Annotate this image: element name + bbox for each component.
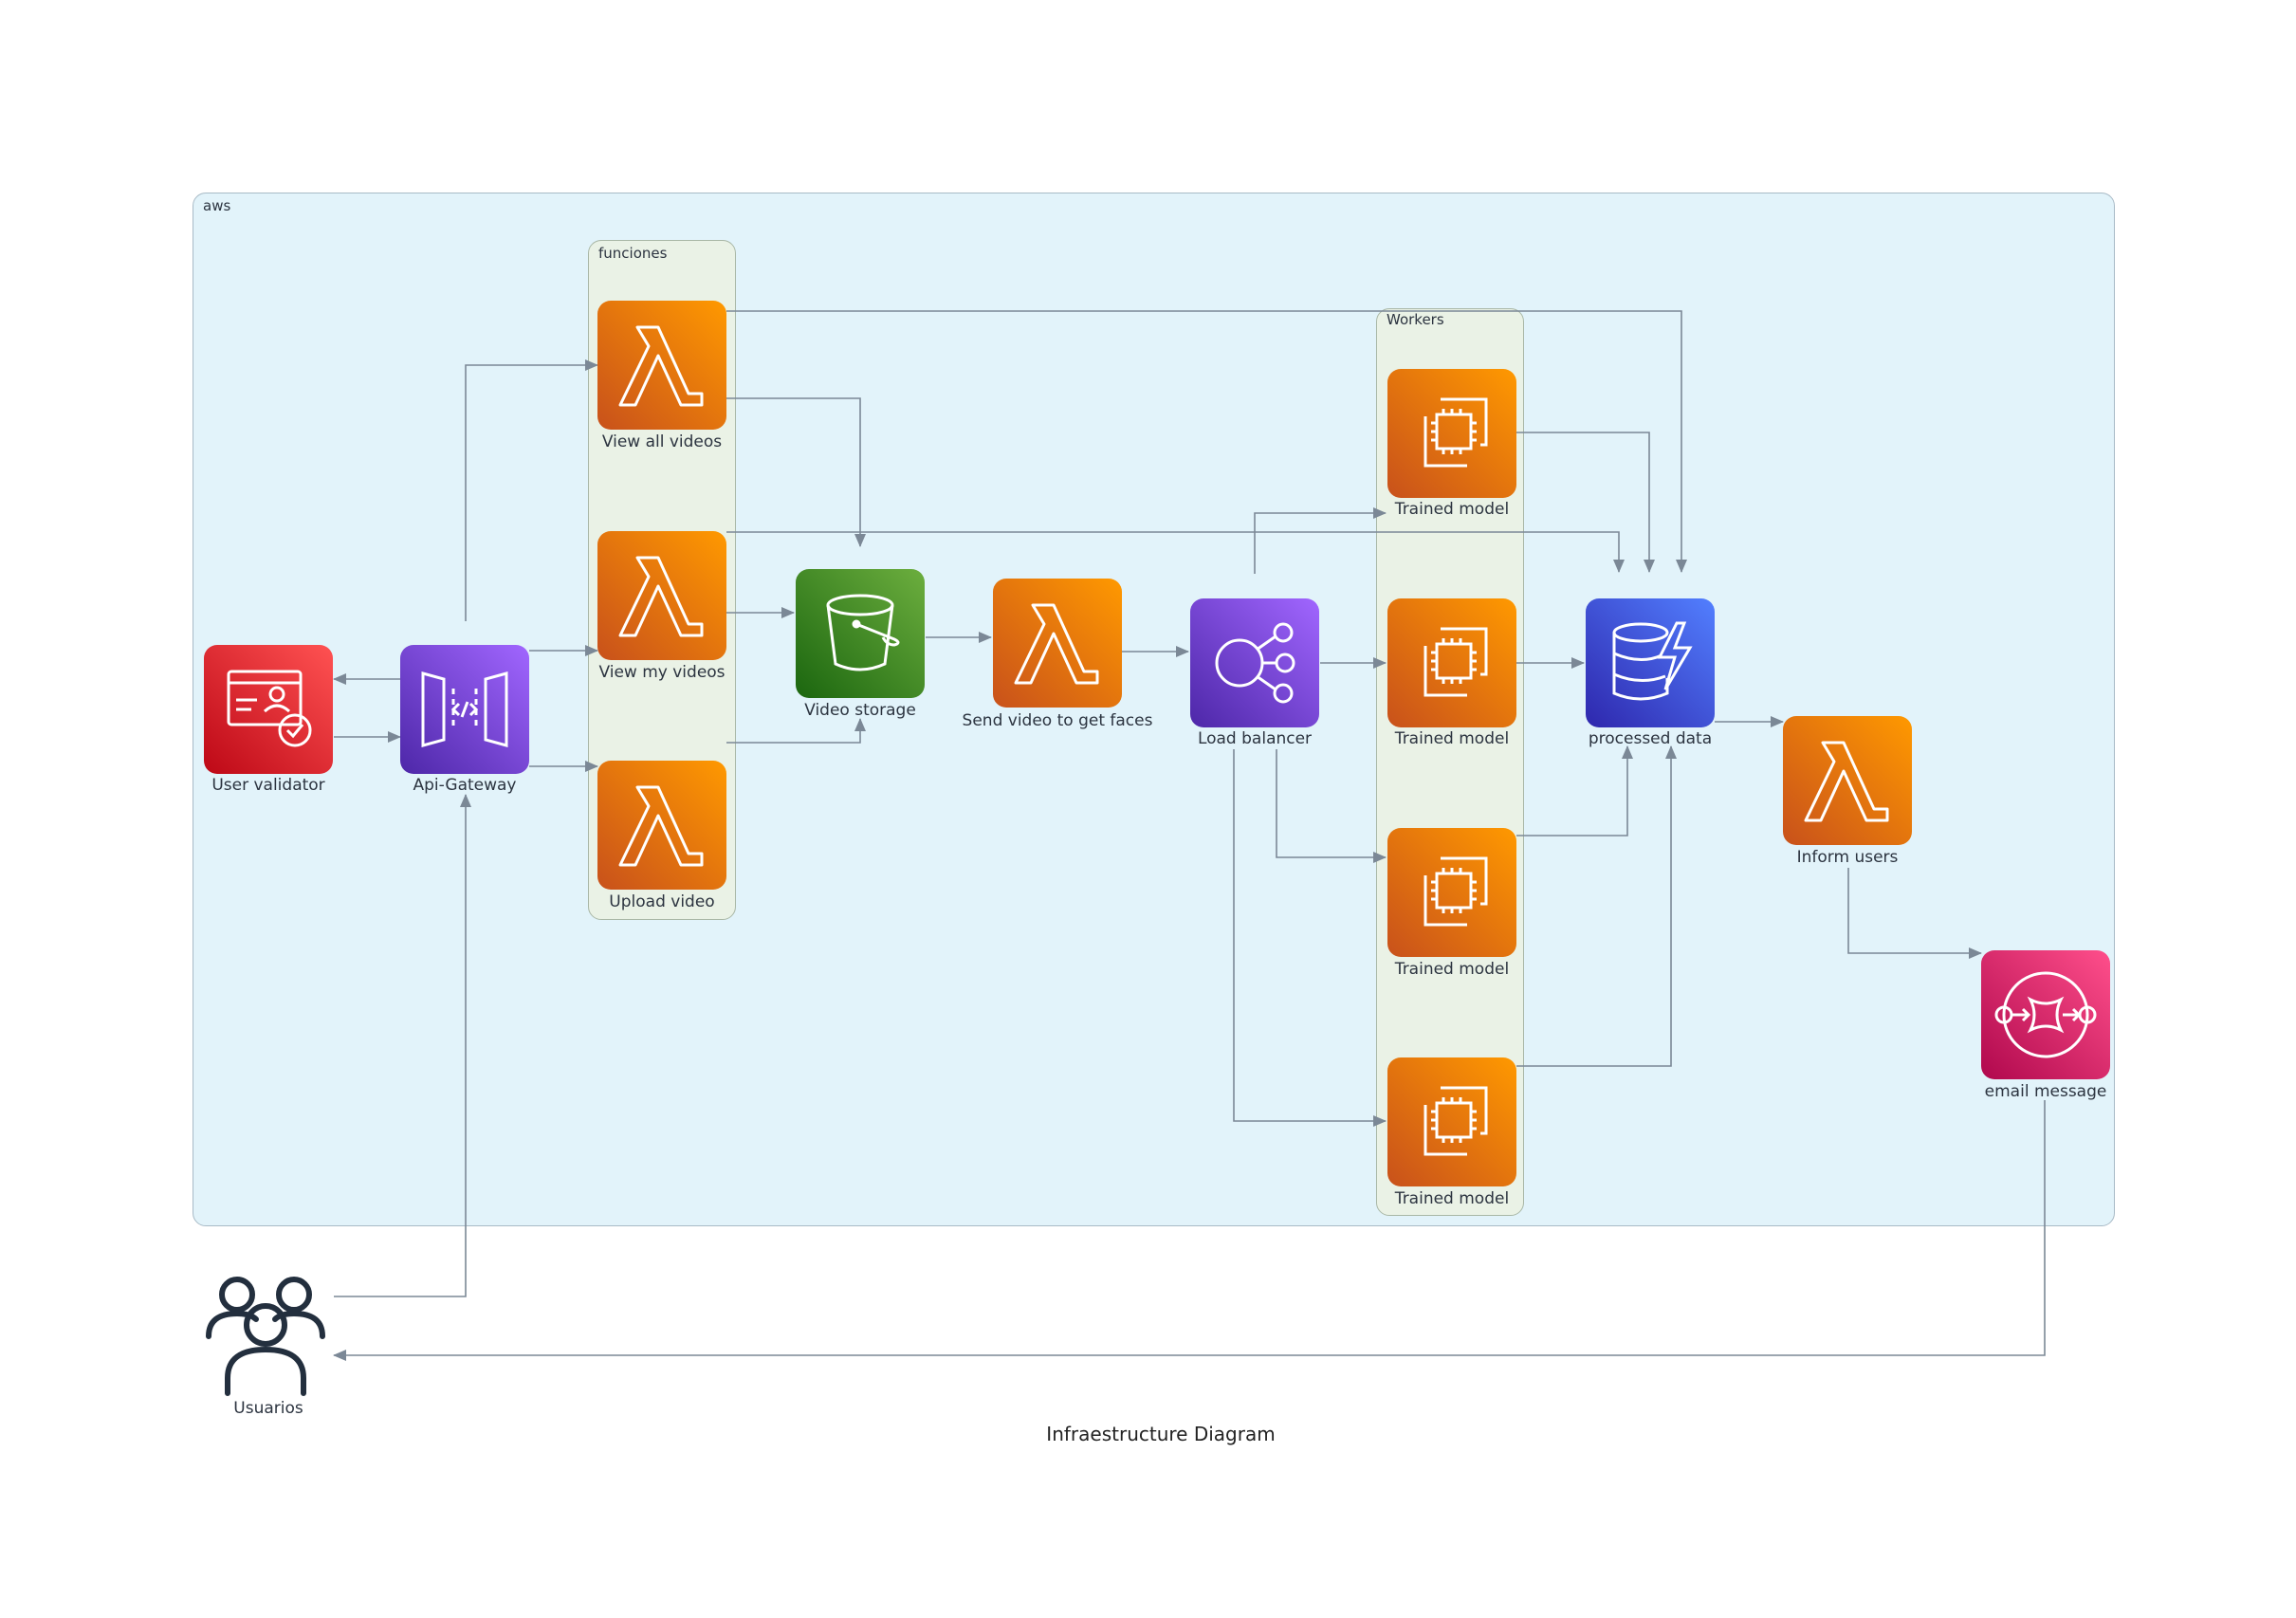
api-gateway-node[interactable] bbox=[400, 645, 529, 774]
edge-email-to-users bbox=[333, 1100, 2046, 1361]
cognito-icon bbox=[227, 670, 312, 747]
processed-data-node[interactable] bbox=[1586, 598, 1715, 727]
load-balancer-icon bbox=[1215, 622, 1295, 704]
inform-users-label: Inform users bbox=[1796, 848, 1899, 867]
upload-video-node[interactable] bbox=[597, 761, 726, 890]
user-validator-label: User validator bbox=[211, 776, 325, 795]
sns-icon bbox=[1994, 971, 2097, 1058]
send-video-label: Send video to get faces bbox=[962, 711, 1153, 730]
edge-api-to-view-all bbox=[465, 359, 598, 621]
email-message-node[interactable] bbox=[1981, 950, 2110, 1079]
video-storage-label: Video storage bbox=[804, 701, 916, 720]
trained-model-2-node[interactable] bbox=[1387, 598, 1516, 727]
trained-model-3-node[interactable] bbox=[1387, 828, 1516, 957]
ec2-instance-icon bbox=[1424, 397, 1488, 468]
load-balancer-node[interactable] bbox=[1190, 598, 1319, 727]
view-my-videos-label: View my videos bbox=[598, 663, 726, 682]
view-all-videos-node[interactable] bbox=[597, 301, 726, 430]
ec2-instance-icon bbox=[1424, 1086, 1488, 1156]
lambda-icon bbox=[618, 556, 704, 637]
user-validator-node[interactable] bbox=[204, 645, 333, 774]
edge-inform-to-email bbox=[1847, 868, 1982, 959]
inform-users-node[interactable] bbox=[1783, 716, 1912, 845]
s3-bucket-icon bbox=[826, 594, 900, 671]
lambda-icon bbox=[618, 325, 704, 407]
edge-lb-to-model1 bbox=[1254, 507, 1387, 574]
trained-model-1-label: Trained model bbox=[1394, 500, 1510, 519]
processed-data-label: processed data bbox=[1588, 729, 1713, 748]
aws-group-label: aws bbox=[203, 197, 231, 214]
ec2-instance-icon bbox=[1424, 856, 1488, 927]
trained-model-4-node[interactable] bbox=[1387, 1057, 1516, 1186]
lambda-icon bbox=[618, 785, 704, 867]
send-video-node[interactable] bbox=[993, 579, 1122, 708]
view-my-videos-node[interactable] bbox=[597, 531, 726, 660]
api-gateway-icon bbox=[421, 671, 508, 747]
edge-model3-to-data bbox=[1516, 745, 1633, 837]
users-icon[interactable] bbox=[199, 1264, 332, 1397]
trained-model-1-node[interactable] bbox=[1387, 369, 1516, 498]
diagram-title: Infraestructure Diagram bbox=[1046, 1423, 1276, 1445]
workers-group-label: Workers bbox=[1387, 311, 1444, 328]
video-storage-node[interactable] bbox=[796, 569, 925, 698]
functions-group-label: funciones bbox=[598, 245, 668, 262]
edge-lb-to-model4 bbox=[1233, 749, 1387, 1127]
view-all-videos-label: View all videos bbox=[601, 432, 723, 451]
lambda-icon bbox=[1014, 603, 1099, 685]
users-label: Usuarios bbox=[233, 1399, 303, 1418]
edge-model1-to-data bbox=[1516, 432, 1655, 573]
edge-view-all-to-storage bbox=[726, 397, 866, 547]
edge-upload-to-storage bbox=[726, 718, 866, 744]
trained-model-3-label: Trained model bbox=[1394, 960, 1510, 979]
email-message-label: email message bbox=[1984, 1082, 2107, 1101]
dynamodb-icon bbox=[1612, 621, 1693, 701]
edge-model4-to-data bbox=[1516, 745, 1677, 1067]
api-gateway-label: Api-Gateway bbox=[413, 776, 517, 795]
edge-users-to-api bbox=[334, 794, 471, 1297]
edge-view-my-to-data bbox=[726, 531, 1625, 573]
lambda-icon bbox=[1804, 741, 1889, 822]
edge-lb-to-model3 bbox=[1276, 749, 1387, 863]
load-balancer-label: Load balancer bbox=[1197, 729, 1313, 748]
ec2-instance-icon bbox=[1424, 627, 1488, 697]
trained-model-2-label: Trained model bbox=[1394, 729, 1510, 748]
edge-view-all-to-data bbox=[726, 310, 1687, 573]
upload-video-label: Upload video bbox=[609, 892, 715, 911]
trained-model-4-label: Trained model bbox=[1394, 1189, 1510, 1208]
